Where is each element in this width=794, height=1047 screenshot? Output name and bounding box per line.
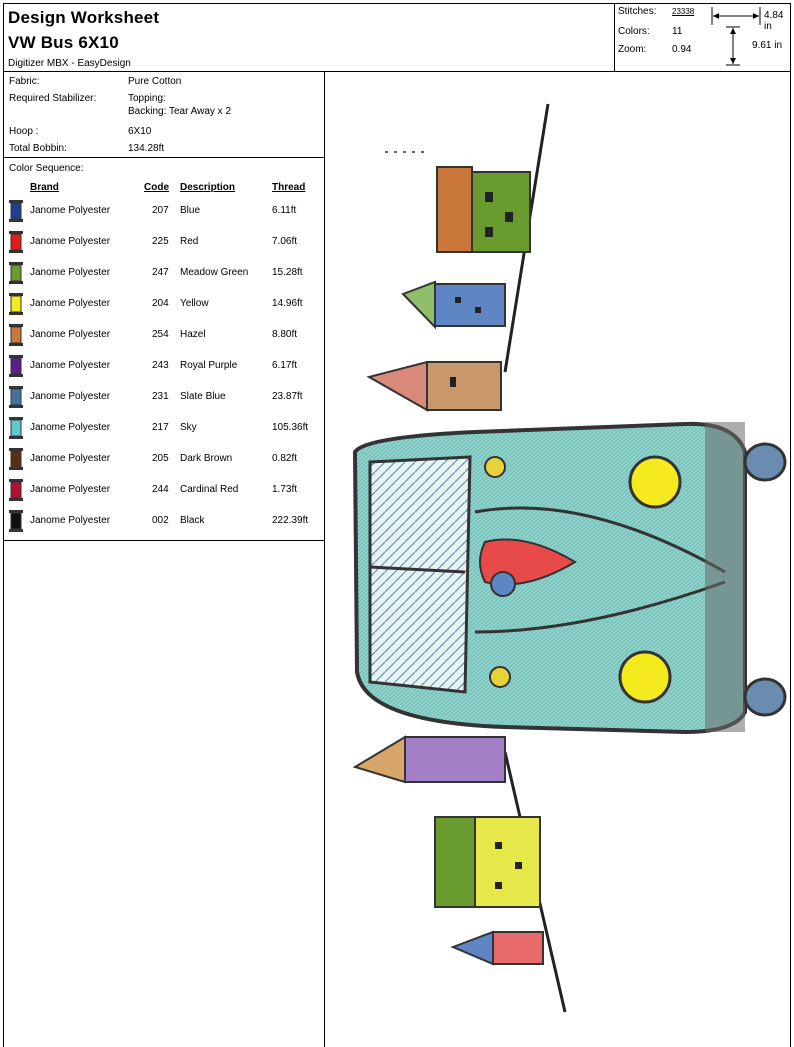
thread-spool-icon [9,386,23,408]
code-header: Code [144,182,169,193]
top-houses [366,103,550,412]
row-code: 244 [152,484,169,495]
row-description: Blue [180,205,201,216]
row-code: 225 [152,236,169,247]
stitches-value: 23338 [672,7,695,16]
row-brand: Janome Polyester [30,205,111,216]
row-thread: 6.17ft [272,360,298,371]
table-row: Janome Polyester 205 Dark Brown 0.82ft [0,448,322,478]
row-brand: Janome Polyester [30,298,111,309]
row-thread: 222.39ft [272,515,309,526]
width-value: 4.84 in [764,10,784,32]
thread-spool-icon [9,293,23,315]
row-thread: 15.28ft [272,267,303,278]
bobbin-value: 134.28ft [128,143,165,154]
embroidery-preview [352,103,787,1013]
row-thread: 23.87ft [272,391,303,402]
topping-value: Topping: [128,93,166,104]
row-code: 205 [152,453,169,464]
table-row: Janome Polyester 204 Yellow 14.96ft [0,293,322,323]
thread-spool-icon [9,324,23,346]
colors-label: Colors: [618,26,650,37]
zoom-label: Zoom: [618,44,647,55]
row-description: Cardinal Red [180,484,239,495]
row-description: Dark Brown [180,453,233,464]
table-row: Janome Polyester 243 Royal Purple 6.17ft [0,355,322,385]
zoom-value: 0.94 [672,44,692,55]
table-row: Janome Polyester 207 Blue 6.11ft [0,200,322,230]
digitizer-label: Digitizer MBX - EasyDesign [8,58,131,69]
thread-spool-icon [9,448,23,470]
row-description: Yellow [180,298,209,309]
row-thread: 1.73ft [272,484,298,495]
thread-spool-icon [9,510,23,532]
row-brand: Janome Polyester [30,329,111,340]
row-thread: 105.36ft [272,422,309,433]
row-brand: Janome Polyester [30,236,111,247]
stitches-label: Stitches: [618,6,657,17]
thread-spool-icon [9,479,23,501]
row-description: Royal Purple [180,360,238,371]
thread-spool-icon [9,262,23,284]
row-brand: Janome Polyester [30,267,111,278]
table-row: Janome Polyester 002 Black 222.39ft [0,510,322,540]
row-thread: 7.06ft [272,236,298,247]
row-description: Hazel [180,329,206,340]
row-description: Red [180,236,199,247]
table-row: Janome Polyester 217 Sky 105.36ft [0,417,322,447]
row-description: Black [180,515,205,526]
fabric-label: Fabric: [9,76,40,87]
bobbin-label: Total Bobbin: [9,143,67,154]
row-brand: Janome Polyester [30,391,111,402]
bottom-houses [352,735,567,1013]
thread-spool-icon [9,231,23,253]
table-row: Janome Polyester 231 Slate Blue 23.87ft [0,386,322,416]
row-code: 247 [152,267,169,278]
vw-bus [352,421,787,735]
thread-spool-icon [9,200,23,222]
thread-header: Thread [272,182,306,193]
thread-spool-icon [9,355,23,377]
row-code: 002 [152,515,169,526]
hoop-value: 6X10 [128,126,152,137]
row-brand: Janome Polyester [30,484,111,495]
colors-value: 11 [672,26,683,37]
design-name: VW Bus 6X10 [8,33,119,52]
hoop-label: Hoop : [9,126,39,137]
row-thread: 14.96ft [272,298,303,309]
table-row: Janome Polyester 225 Red 7.06ft [0,231,322,261]
row-code: 204 [152,298,169,309]
fabric-value: Pure Cotton [128,76,182,87]
row-brand: Janome Polyester [30,360,111,371]
row-thread: 0.82ft [272,453,298,464]
row-description: Sky [180,422,197,433]
height-value: 9.61 in [752,40,783,51]
row-code: 207 [152,205,169,216]
row-brand: Janome Polyester [30,453,111,464]
table-row: Janome Polyester 244 Cardinal Red 1.73ft [0,479,322,509]
row-code: 254 [152,329,169,340]
page-title: Design Worksheet [8,8,160,27]
description-header: Description [180,182,236,193]
brand-header: Brand [30,182,59,193]
stabilizer-label: Required Stabilizer: [9,93,97,104]
row-brand: Janome Polyester [30,422,111,433]
backing-value: Backing: Tear Away x 2 [128,106,232,117]
row-description: Slate Blue [180,391,226,402]
row-code: 231 [152,391,169,402]
row-description: Meadow Green [180,267,249,278]
thread-spool-icon [9,417,23,439]
table-row: Janome Polyester 247 Meadow Green 15.28ft [0,262,322,292]
table-row: Janome Polyester 254 Hazel 8.80ft [0,324,322,354]
row-brand: Janome Polyester [30,515,111,526]
dimension-arrows-icon [711,7,761,66]
row-code: 243 [152,360,169,371]
row-thread: 8.80ft [272,329,298,340]
row-thread: 6.11ft [272,205,297,216]
row-code: 217 [152,422,169,433]
color-sequence-label: Color Sequence: [9,163,84,174]
